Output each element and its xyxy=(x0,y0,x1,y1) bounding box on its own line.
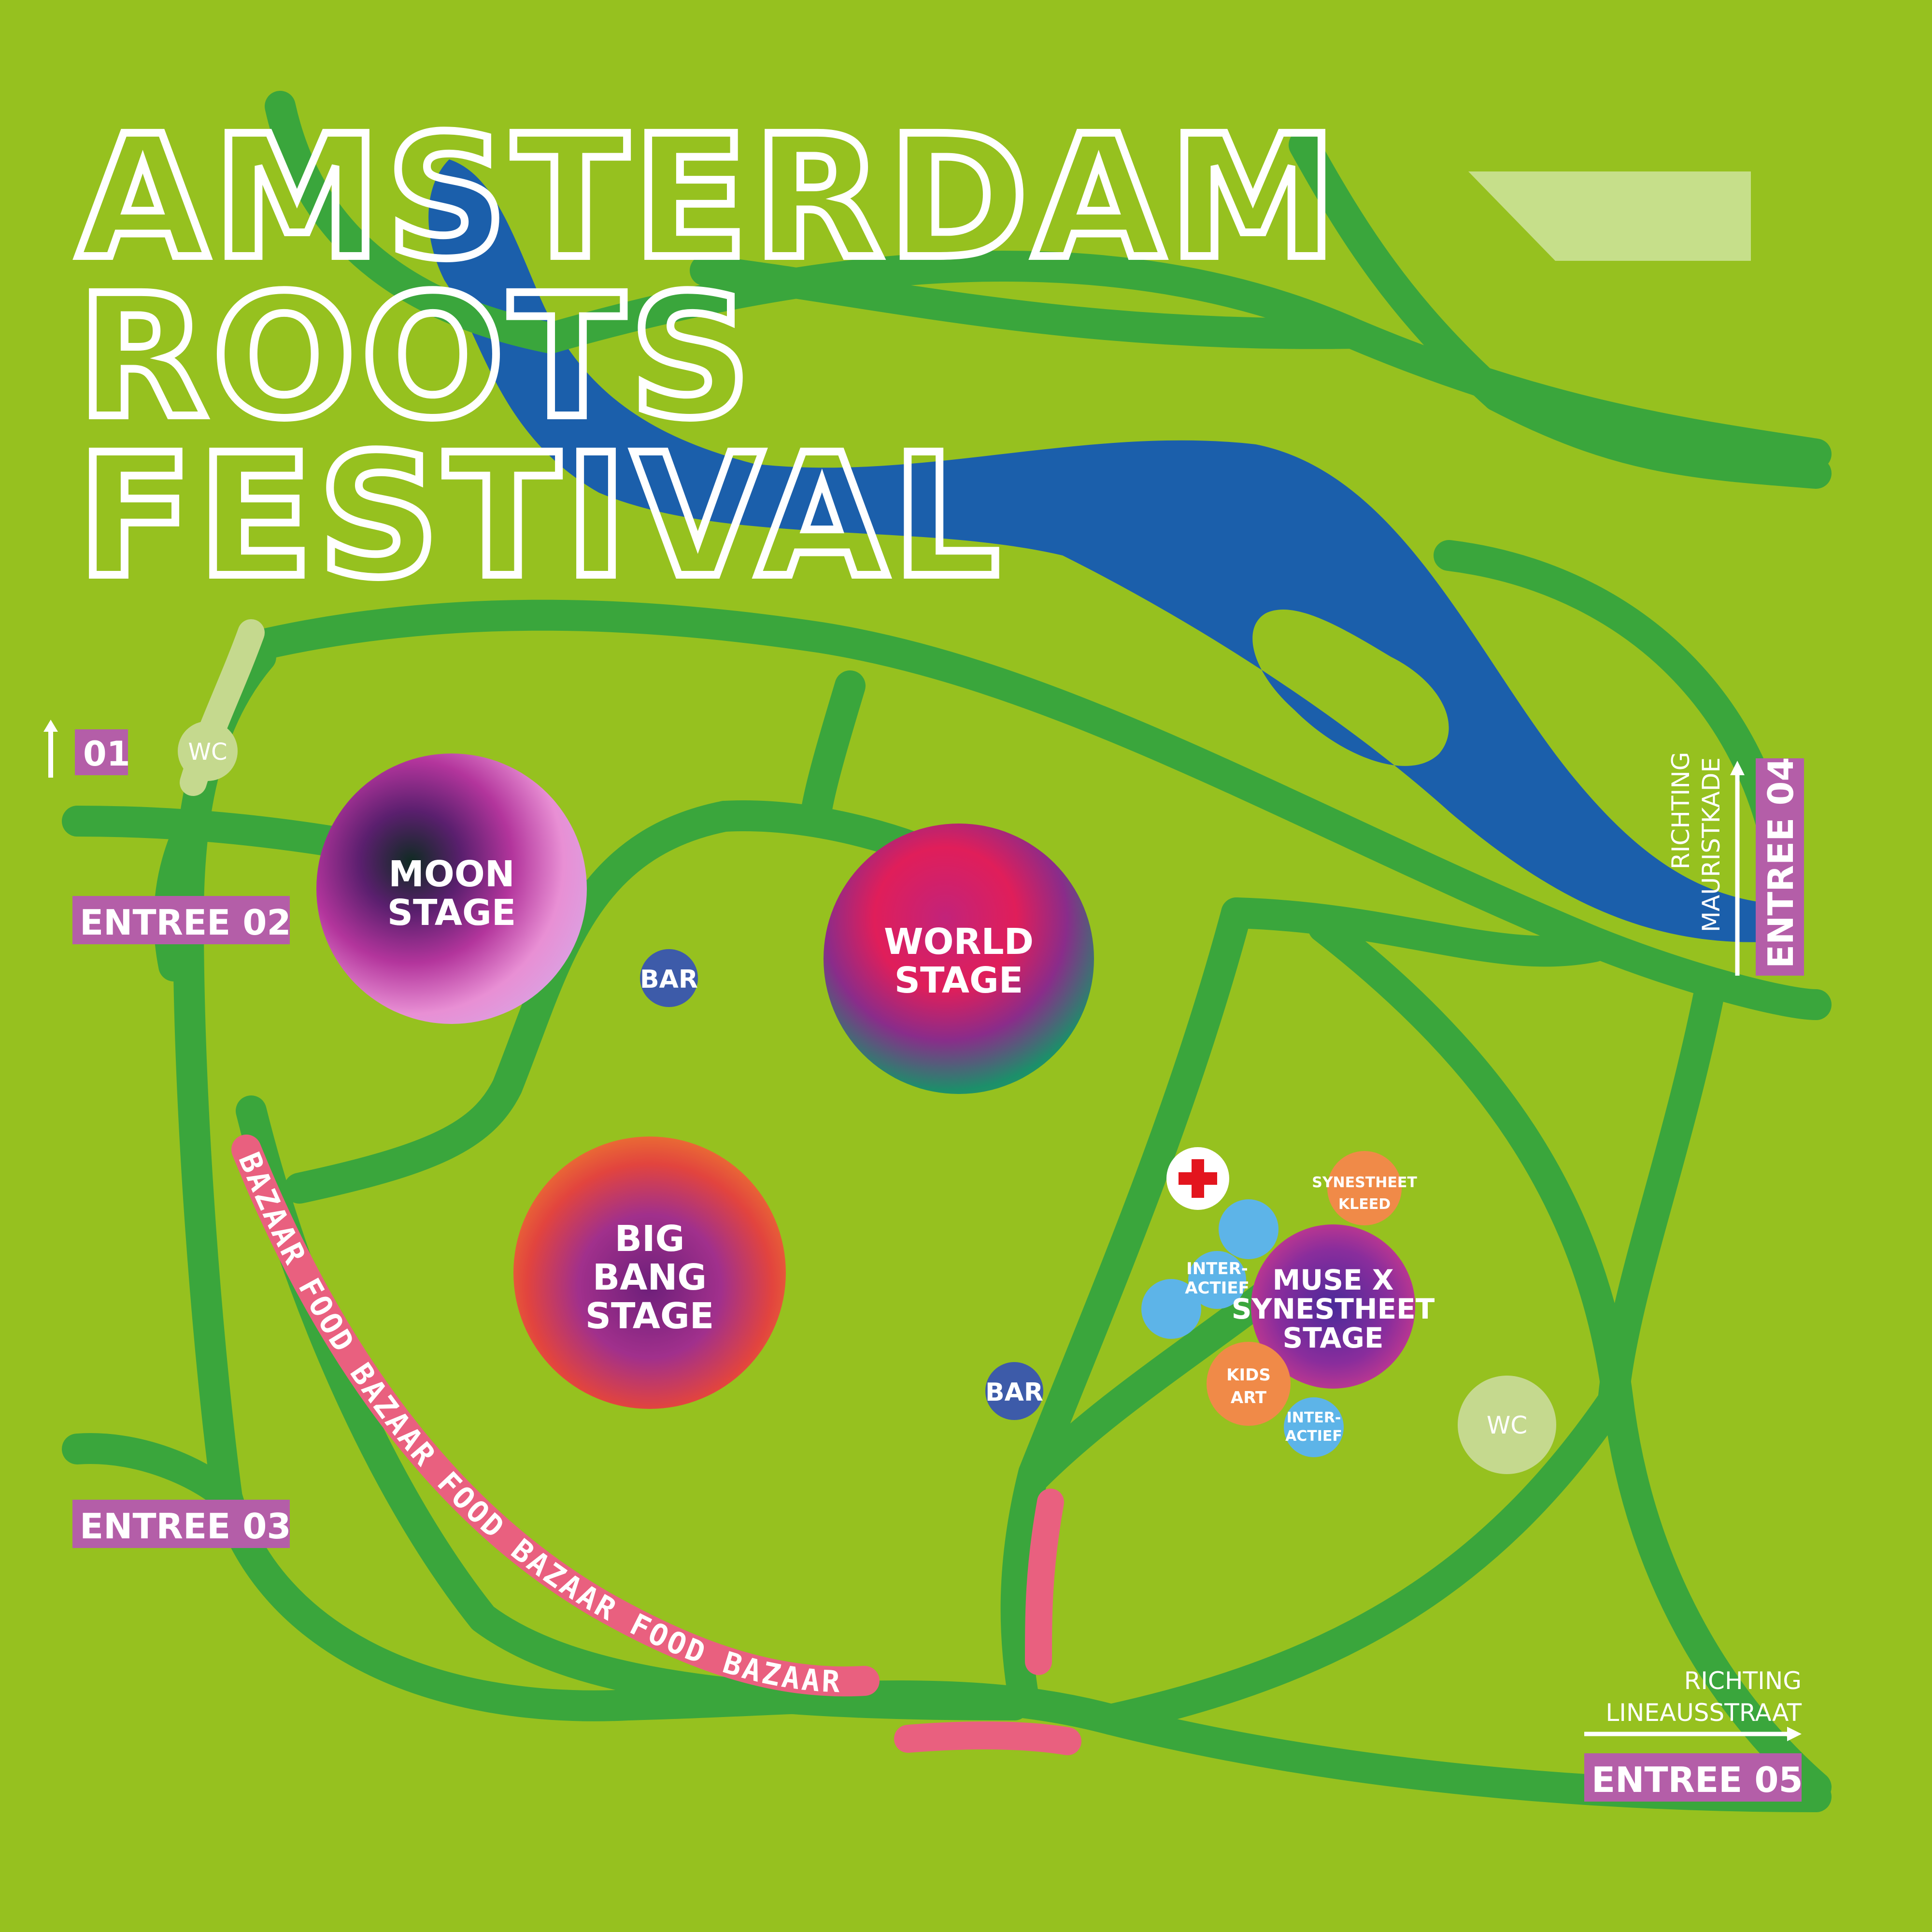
interactief-dot-3 xyxy=(1141,1279,1201,1339)
direction-richting-05: RICHTING xyxy=(1684,1667,1802,1695)
entree-03[interactable]: ENTREE 03 xyxy=(72,1500,291,1548)
bar-label-upper: BAR xyxy=(640,965,698,994)
wc-label-top: WC xyxy=(188,739,227,766)
kids-art-circle xyxy=(1207,1342,1291,1426)
entree-01-badge xyxy=(75,729,128,775)
world-stage-circle xyxy=(824,824,1094,1094)
entree-01[interactable]: 01 xyxy=(43,720,130,778)
big-bang-stage-line-3: STAGE xyxy=(585,1295,714,1337)
bar-marker-lower-circle xyxy=(985,1362,1043,1420)
water-pond xyxy=(428,159,1768,942)
muse-synestheet-stage[interactable]: MUSE X SYNESTHEET STAGE xyxy=(1232,1224,1435,1389)
first-aid-cross-icon xyxy=(1179,1159,1217,1198)
direction-lineausstraat: LINEAUSSTRAAT xyxy=(1605,1699,1802,1727)
entree-03-badge xyxy=(72,1500,290,1548)
food-bazaar-band xyxy=(231,1135,880,1697)
bar-marker-upper-circle xyxy=(640,949,698,1007)
interactief-cluster-upper[interactable]: INTER- ACTIEF xyxy=(1141,1199,1279,1339)
big-bang-stage-line-2: BANG xyxy=(593,1257,707,1298)
synestheet-kleed-marker[interactable]: SYNESTHEET KLEED xyxy=(1312,1151,1417,1225)
moon-stage-line-1: MOON xyxy=(388,853,514,895)
entree-04-badge xyxy=(1756,758,1804,976)
entree-02-label: ENTREE 02 xyxy=(80,902,291,943)
muse-stage-line-2: SYNESTHEET xyxy=(1232,1293,1435,1325)
entree-04[interactable]: ENTREE 04 RICHTING MAURISTKADE xyxy=(1667,752,1804,976)
big-bang-stage[interactable]: BIG BANG STAGE xyxy=(513,1136,786,1409)
title-line-3: FESTIVAL xyxy=(77,418,1005,615)
bar-marker-upper[interactable]: BAR xyxy=(640,949,698,1007)
moon-stage[interactable]: MOON STAGE xyxy=(316,753,587,1024)
interactief-lower-circle xyxy=(1284,1397,1344,1457)
entree-05[interactable]: RICHTING LINEAUSSTRAAT ENTREE 05 xyxy=(1584,1667,1803,1802)
festival-title: AMSTERDAM ROOTS FESTIVAL xyxy=(73,95,1342,619)
wc-label-bottom: WC xyxy=(1487,1411,1527,1439)
wc-marker-top[interactable]: WC xyxy=(178,721,238,781)
kids-art-line-2: ART xyxy=(1231,1388,1267,1407)
world-stage-line-1: WORLD xyxy=(884,921,1034,963)
entree-02[interactable]: ENTREE 02 xyxy=(72,896,291,944)
title-line-1: AMSTERDAM xyxy=(77,99,1342,296)
muse-stage-circle xyxy=(1251,1224,1415,1389)
synestheet-kleed-line-1: SYNESTHEET xyxy=(1312,1174,1417,1191)
entree-03-label: ENTREE 03 xyxy=(80,1506,291,1547)
world-stage[interactable]: WORLD STAGE xyxy=(824,824,1094,1094)
entree-05-badge xyxy=(1584,1753,1802,1802)
big-bang-stage-circle xyxy=(513,1136,786,1409)
big-bang-stage-line-1: BIG xyxy=(615,1218,685,1260)
kids-art-line-1: KIDS xyxy=(1226,1365,1271,1385)
world-stage-line-2: STAGE xyxy=(895,960,1023,1001)
pink-area-vertical xyxy=(1025,1489,1064,1675)
first-aid-marker[interactable] xyxy=(1166,1147,1229,1210)
arrow-right-icon xyxy=(1787,1727,1802,1741)
muse-stage-line-3: STAGE xyxy=(1283,1321,1384,1354)
decorative-light-shape xyxy=(1468,171,1751,261)
direction-richting-04: RICHTING xyxy=(1667,752,1695,869)
synestheet-kleed-circle xyxy=(1327,1151,1402,1225)
interactief-marker-lower[interactable]: INTER- ACTIEF xyxy=(1284,1397,1344,1457)
interactief-lower-line-1: INTER- xyxy=(1287,1409,1341,1426)
bar-label-lower: BAR xyxy=(985,1378,1043,1407)
muse-stage-line-1: MUSE X xyxy=(1272,1264,1393,1296)
interactief-dot-1 xyxy=(1219,1199,1279,1259)
direction-mauristkade: MAURISTKADE xyxy=(1697,757,1725,932)
title-line-2: ROOTS xyxy=(77,258,756,455)
entree-01-label: 01 xyxy=(83,734,130,774)
interactief-lower-line-2: ACTIEF xyxy=(1285,1428,1342,1445)
entree-04-label: ENTREE 04 xyxy=(1761,757,1801,968)
wc-marker-bottom-circle xyxy=(1458,1376,1556,1474)
moon-stage-circle xyxy=(316,753,587,1024)
interactief-dot-2 xyxy=(1188,1251,1246,1309)
kids-art-marker[interactable]: KIDS ART xyxy=(1207,1342,1291,1426)
wc-marker-top-circle xyxy=(178,721,238,781)
moon-stage-line-2: STAGE xyxy=(387,892,516,934)
interactief-upper-line-1: INTER- xyxy=(1186,1259,1248,1279)
arrow-up-icon xyxy=(1730,761,1745,775)
pink-area-horizontal xyxy=(894,1721,1081,1755)
entree-05-label: ENTREE 05 xyxy=(1591,1760,1803,1800)
bar-marker-lower[interactable]: BAR xyxy=(985,1362,1043,1420)
interactief-upper-line-2: ACTIEF xyxy=(1185,1279,1250,1298)
arrow-up-icon xyxy=(43,720,58,732)
entree-02-badge xyxy=(72,896,290,944)
wc-marker-bottom[interactable]: WC xyxy=(1458,1376,1556,1474)
synestheet-kleed-line-2: KLEED xyxy=(1338,1196,1391,1213)
